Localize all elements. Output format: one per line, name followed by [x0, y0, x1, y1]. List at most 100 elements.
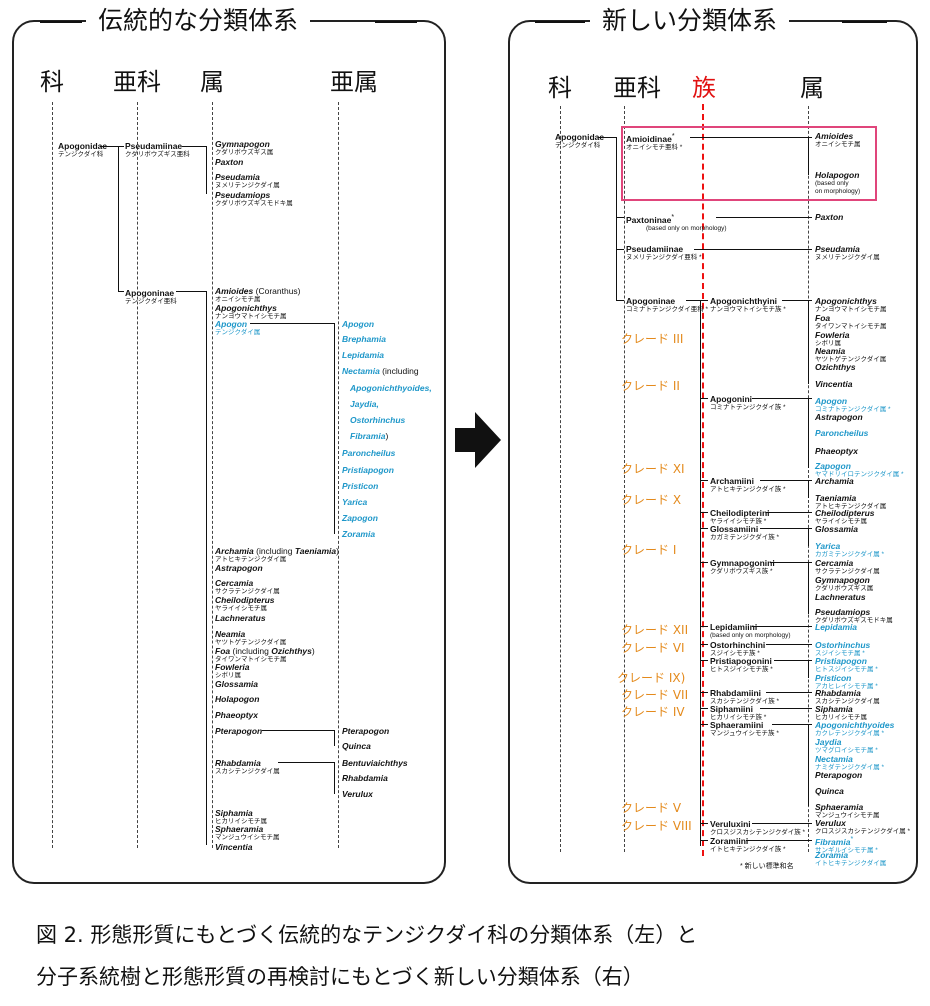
- branch: [700, 823, 708, 824]
- branch: [700, 480, 708, 481]
- branch: [808, 398, 809, 468]
- left-header-genus: 属: [200, 68, 224, 96]
- genus: Lachneratus: [815, 592, 866, 602]
- branch: [616, 300, 624, 301]
- genus: Vincentia: [215, 842, 253, 852]
- branch: [616, 249, 624, 250]
- right-column-guide: [560, 106, 561, 852]
- branch: [700, 660, 708, 661]
- genus: Fibramia*サンギルイシモチ属 *: [815, 835, 878, 854]
- branch: [250, 323, 334, 324]
- subgenus: Zapogon: [342, 513, 378, 523]
- branch: [766, 512, 812, 513]
- left-header-subgenus: 亜属: [330, 68, 378, 96]
- branch: [700, 708, 708, 709]
- right-header-subfamily: 亜科: [613, 74, 661, 102]
- branch: [700, 562, 708, 563]
- branch: [700, 300, 701, 846]
- subgenus: Paroncheilus: [342, 448, 396, 458]
- title-rule: [842, 21, 887, 23]
- right-column-guide: [624, 106, 625, 852]
- genus: Pterapogon: [215, 726, 263, 736]
- branch: [700, 398, 708, 399]
- branch: [808, 137, 809, 175]
- branch: [700, 528, 708, 529]
- genus: Glossamia: [215, 679, 258, 689]
- genus: Pterapogon: [815, 770, 863, 780]
- branch: [262, 730, 334, 731]
- branch: [700, 724, 708, 725]
- caption-line-2: 分子系統樹と形態形質の再検討にもとづく新しい分類体系（右）: [36, 965, 644, 989]
- subgenus: Apogon: [342, 319, 375, 329]
- title-rule: [535, 21, 585, 23]
- branch: [334, 762, 335, 794]
- branch: [808, 528, 809, 546]
- genus: Archamia: [815, 476, 854, 486]
- branch: [746, 840, 812, 841]
- genus: Phaeoptyx: [815, 446, 858, 456]
- branch: [760, 708, 812, 709]
- branch: [182, 146, 206, 147]
- branch: [774, 660, 812, 661]
- branch: [766, 644, 812, 645]
- branch: [100, 146, 124, 147]
- branch: [686, 300, 704, 301]
- left-column-guide: [137, 102, 138, 848]
- branch: [782, 300, 812, 301]
- clade-label: クレード I: [621, 543, 677, 557]
- genus: Archamia (including Taeniamia)アトヒキテンジクダイ…: [215, 546, 339, 563]
- caption-line-1: 図 2. 形態形質にもとづく伝統的なテンジクダイ科の分類体系（左）と: [36, 923, 698, 947]
- genus: Lepidamia: [815, 622, 858, 632]
- branch: [808, 562, 809, 614]
- genus: Quinca: [815, 786, 844, 796]
- right-column-guide: [808, 106, 809, 852]
- subgenus: Brephamia: [342, 334, 386, 344]
- clade-label: クレード X: [621, 493, 682, 507]
- branch: [700, 512, 708, 513]
- clade-label: クレード III: [621, 332, 684, 346]
- subgenus: Pristicon: [342, 481, 379, 491]
- right-header-genus: 属: [800, 74, 824, 102]
- branch: [118, 291, 124, 292]
- left-panel: [12, 20, 446, 884]
- subgenus: Ostorhinchus: [350, 415, 406, 425]
- subgenus: Rhabdamia: [342, 773, 388, 783]
- branch: [206, 291, 207, 845]
- left-column-guide: [338, 102, 339, 848]
- branch: [598, 137, 616, 138]
- branch: [206, 146, 207, 194]
- branch: [700, 626, 708, 627]
- genus: Amioides (Coranthus)オニイシモチ属: [215, 286, 301, 303]
